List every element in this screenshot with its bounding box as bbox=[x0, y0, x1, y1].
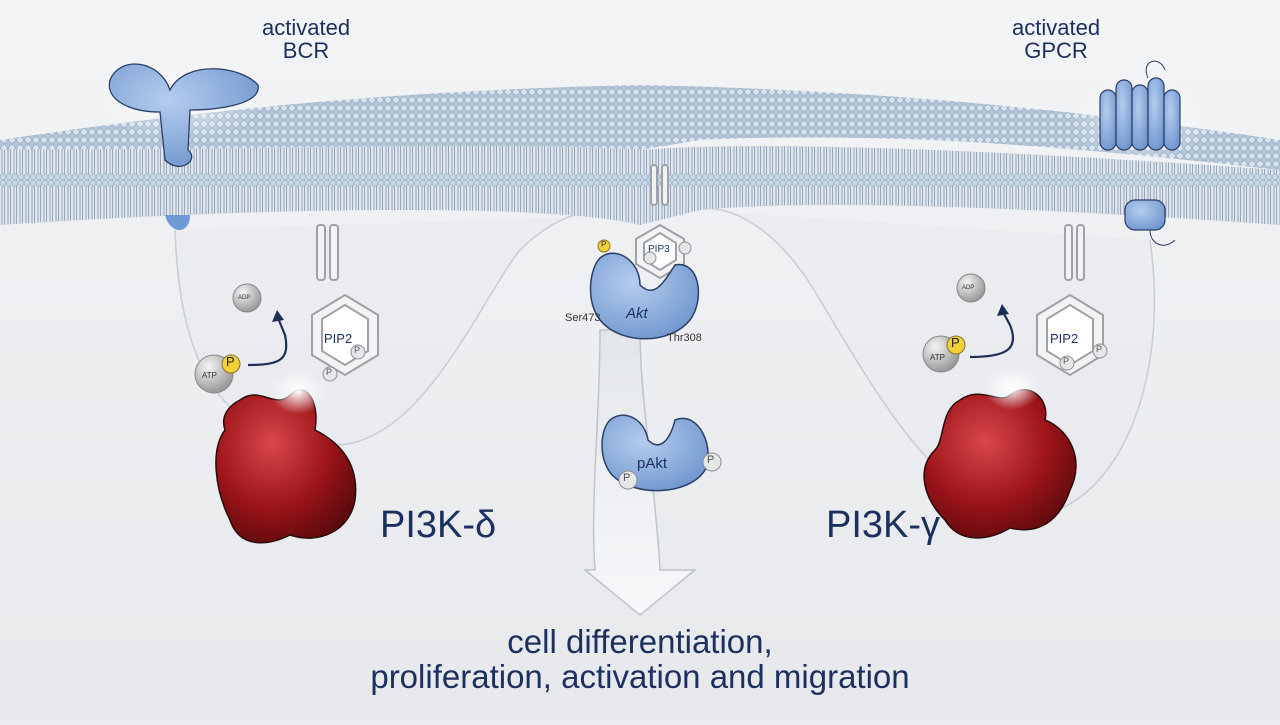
gpcr-label-line1: activated bbox=[1012, 15, 1101, 40]
pip2-right-label: PIP2 bbox=[1050, 331, 1079, 346]
activation-glow-left bbox=[270, 370, 326, 414]
bcr-label: activated BCR bbox=[262, 16, 350, 62]
pip3-label: PIP3 bbox=[648, 244, 670, 255]
pakt-label: pAkt bbox=[637, 455, 668, 472]
activation-glow-right bbox=[984, 366, 1040, 410]
phosphate-label: P bbox=[623, 472, 631, 484]
gpcr-label-line2: GPCR bbox=[1024, 38, 1088, 64]
outcome-text: cell differentiation, proliferation, act… bbox=[0, 623, 1280, 695]
bcr-receptor bbox=[95, 60, 265, 230]
pip2-right-molecule bbox=[1036, 224, 1104, 377]
phosphate-label: P bbox=[707, 454, 715, 466]
phosphate-label: P bbox=[601, 240, 607, 249]
adp-left-label: ADP bbox=[238, 295, 251, 301]
phosphate-label: P bbox=[354, 345, 361, 355]
akt-label: Akt bbox=[626, 305, 648, 322]
pip2-left-label: PIP2 bbox=[324, 331, 353, 346]
gpcr-label: activated GPCR bbox=[1012, 16, 1100, 62]
phosphate-label: P bbox=[326, 367, 333, 377]
phosphate-label: P bbox=[1096, 344, 1103, 354]
outcome-line2: proliferation, activation and migration bbox=[370, 657, 910, 695]
bcr-label-line1: activated bbox=[262, 15, 351, 40]
pi3k-gamma-label: PI3K-γ bbox=[826, 504, 941, 546]
atp-phosphate-label: P bbox=[226, 354, 235, 369]
molecule-balls bbox=[194, 239, 1108, 490]
pi3k-delta-label: PI3K-δ bbox=[380, 504, 497, 546]
atp-right-label: ATP bbox=[930, 353, 945, 362]
cell-membrane bbox=[0, 85, 1280, 225]
outcome-line1: cell differentiation, bbox=[507, 623, 773, 660]
phosphorylation-arrow-left bbox=[247, 317, 288, 367]
akt-protein bbox=[589, 252, 700, 340]
thr308-label: Thr308 bbox=[667, 332, 702, 344]
atp-left-label: ATP bbox=[202, 371, 217, 380]
phosphate-label: P bbox=[1063, 356, 1070, 366]
ser473-label: Ser473 bbox=[565, 312, 601, 324]
adp-right-label: ADP bbox=[962, 285, 975, 291]
atp-phosphate-label: P bbox=[951, 335, 960, 350]
bcr-label-line2: BCR bbox=[282, 38, 330, 64]
gpcr-receptor bbox=[1070, 60, 1210, 246]
phosphorylation-arrow-right bbox=[969, 311, 1015, 359]
